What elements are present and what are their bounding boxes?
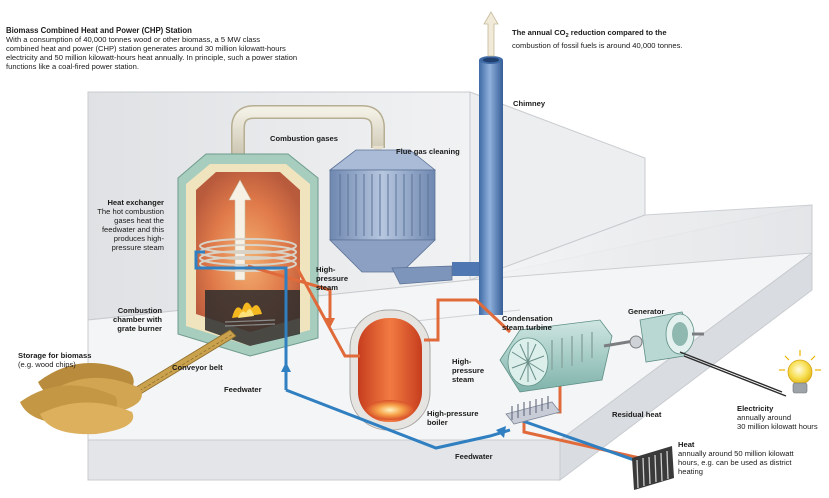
chimney <box>452 11 503 315</box>
label-high-pressure-steam-top: High- pressure steam <box>316 265 349 292</box>
co2-note-line2: combustion of fossil fuels is around 40,… <box>512 41 683 50</box>
high-pressure-boiler <box>349 309 431 431</box>
furnace <box>177 153 319 357</box>
intro-line: With a consumption of 40,000 tonnes wood… <box>6 35 261 44</box>
label-feedwater-left: Feedwater <box>224 385 262 394</box>
biomass-storage-piles <box>20 363 142 435</box>
label-high-pressure-boiler: High-pressure boiler <box>427 409 479 427</box>
steam-arrow-down <box>325 318 335 328</box>
intro-line: electricity and 50 million kilowatt-hour… <box>6 53 298 62</box>
intro-line: functions like a coal-fired power statio… <box>6 62 139 71</box>
steam-turbine <box>499 319 613 393</box>
label-conveyor-belt: Conveyor belt <box>172 363 223 372</box>
label-electricity: Electricity annually around 30 million k… <box>737 404 818 431</box>
label-condensation-turbine: Condensation steam turbine <box>502 314 553 332</box>
co2-note-post: reduction compared to the <box>568 28 667 37</box>
grate-burner <box>224 319 276 327</box>
generator <box>603 311 704 363</box>
feedwater-arrow-up <box>281 362 291 372</box>
label-residual-heat: Residual heat <box>612 410 662 419</box>
label-heat: Heat annually around 50 million kilowatt… <box>678 440 794 476</box>
steam-pipes <box>247 264 641 460</box>
co2-note-pre: The annual CO <box>512 28 566 37</box>
label-combustion-gases: Combustion gases <box>270 134 338 143</box>
label-combustion-chamber: Combustion chamber with grate burner <box>113 306 162 333</box>
flue-gas-filter <box>328 149 453 285</box>
label-flue-gas-cleaning: Flue gas cleaning <box>396 147 460 156</box>
flames <box>232 302 262 318</box>
label-high-pressure-steam-mid: High- pressure steam <box>452 357 485 384</box>
label-biomass-storage: Storage for biomass (e.g. wood chips) <box>18 351 92 369</box>
light-bulb-icon <box>779 350 821 394</box>
page-title: Biomass Combined Heat and Power (CHP) St… <box>6 26 192 35</box>
intro-line: combined heat and power (CHP) station ge… <box>6 44 286 53</box>
co2-note: The annual CO2 reduction compared to the… <box>512 28 752 50</box>
radiator-icon <box>632 446 674 490</box>
intro-block: Biomass Combined Heat and Power (CHP) St… <box>6 26 346 71</box>
heat-exchanger-coils <box>199 238 297 272</box>
electricity-cable <box>679 351 787 397</box>
feedwater-arrow-left <box>496 426 506 438</box>
label-heat-exchanger: Heat exchanger The hot combustion gases … <box>97 198 164 252</box>
condenser <box>505 396 561 425</box>
label-feedwater-bottom: Feedwater <box>455 452 493 461</box>
label-chimney: Chimney <box>513 99 546 108</box>
co2-subscript: 2 <box>565 33 569 39</box>
label-generator: Generator <box>628 307 665 316</box>
